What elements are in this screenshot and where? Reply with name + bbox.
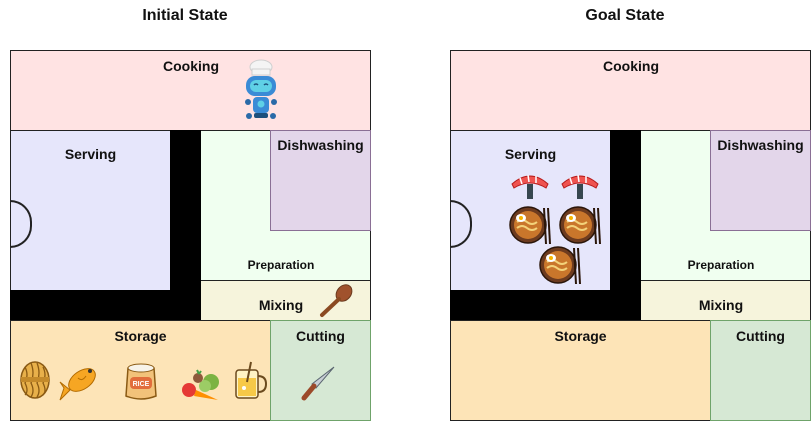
goal-cutting-label: Cutting (736, 328, 785, 344)
svg-text:RICE: RICE (133, 381, 150, 388)
noodles-icon (20, 361, 50, 399)
sushi-icon (511, 174, 549, 199)
goal-wall-vertical (610, 130, 641, 291)
goal-mixing-label: Mixing (698, 297, 744, 313)
goal-state-title: Goal State (585, 7, 665, 24)
goal-storage-label: Storage (554, 328, 607, 344)
fish-icon (59, 368, 96, 401)
initial-storage-label: Storage (114, 328, 167, 344)
goal-state-panel: Goal State Cooking Serving Preparation D… (440, 0, 811, 421)
ramen-bowl-icon (559, 206, 601, 245)
goal-wall-horizontal (450, 290, 641, 321)
goal-mixing-room: Mixing (640, 280, 811, 321)
goal-dishwashing-label: Dishwashing (717, 137, 804, 153)
initial-preparation-label: Preparation (247, 258, 315, 272)
vegetables-icon (182, 369, 219, 400)
initial-wall-horizontal (10, 290, 201, 321)
initial-serving-room: Serving (10, 130, 171, 291)
initial-dishwashing-label: Dishwashing (277, 137, 364, 153)
ramen-bowl-icon (539, 246, 581, 285)
initial-cooking-room: Cooking (10, 50, 371, 131)
sushi-icon (561, 174, 599, 199)
initial-cooking-label: Cooking (163, 58, 219, 74)
wooden-spoon-icon (320, 284, 353, 317)
robot-chef-icon (245, 59, 277, 119)
goal-cooking-room: Cooking (450, 50, 811, 131)
goal-cutting-room: Cutting (710, 320, 811, 421)
goal-storage-room: Storage (450, 320, 711, 421)
goal-serving-label: Serving (504, 146, 557, 162)
goal-preparation-label: Preparation (687, 258, 755, 272)
goal-dishwashing-room: Dishwashing (710, 130, 811, 231)
initial-state-panel: Initial State Cooking Serving Preparatio… (0, 0, 371, 421)
initial-serving-label: Serving (64, 146, 117, 162)
initial-mixing-label: Mixing (258, 297, 304, 313)
initial-dishwashing-room: Dishwashing (270, 130, 371, 231)
ramen-bowl-icon (509, 206, 551, 245)
initial-state-title: Initial State (142, 7, 228, 24)
initial-cutting-label: Cutting (296, 328, 345, 344)
rice-bag-icon: RICE (125, 363, 157, 400)
goal-cooking-label: Cooking (603, 58, 659, 74)
knife-icon (301, 366, 335, 401)
drink-jar-icon (235, 361, 268, 399)
initial-wall-vertical (170, 130, 201, 291)
